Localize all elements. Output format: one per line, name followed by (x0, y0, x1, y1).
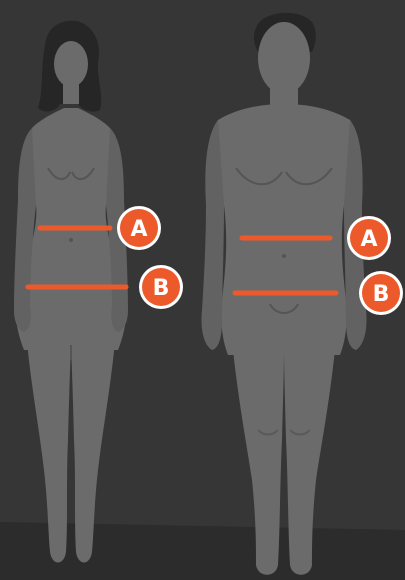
male-torso (214, 104, 354, 355)
male-marker-b-label: B (373, 282, 390, 307)
female-head (54, 41, 88, 87)
female-marker-a-badge: A (117, 206, 161, 250)
male-head (258, 22, 310, 94)
female-marker-b-badge: B (139, 265, 183, 309)
male-marker-a-badge: A (347, 216, 391, 260)
female-marker-a-label: A (130, 217, 147, 242)
male-marker-a-label: A (360, 227, 377, 252)
male-marker-b-badge: B (359, 271, 403, 315)
female-marker-b-label: B (153, 276, 170, 301)
